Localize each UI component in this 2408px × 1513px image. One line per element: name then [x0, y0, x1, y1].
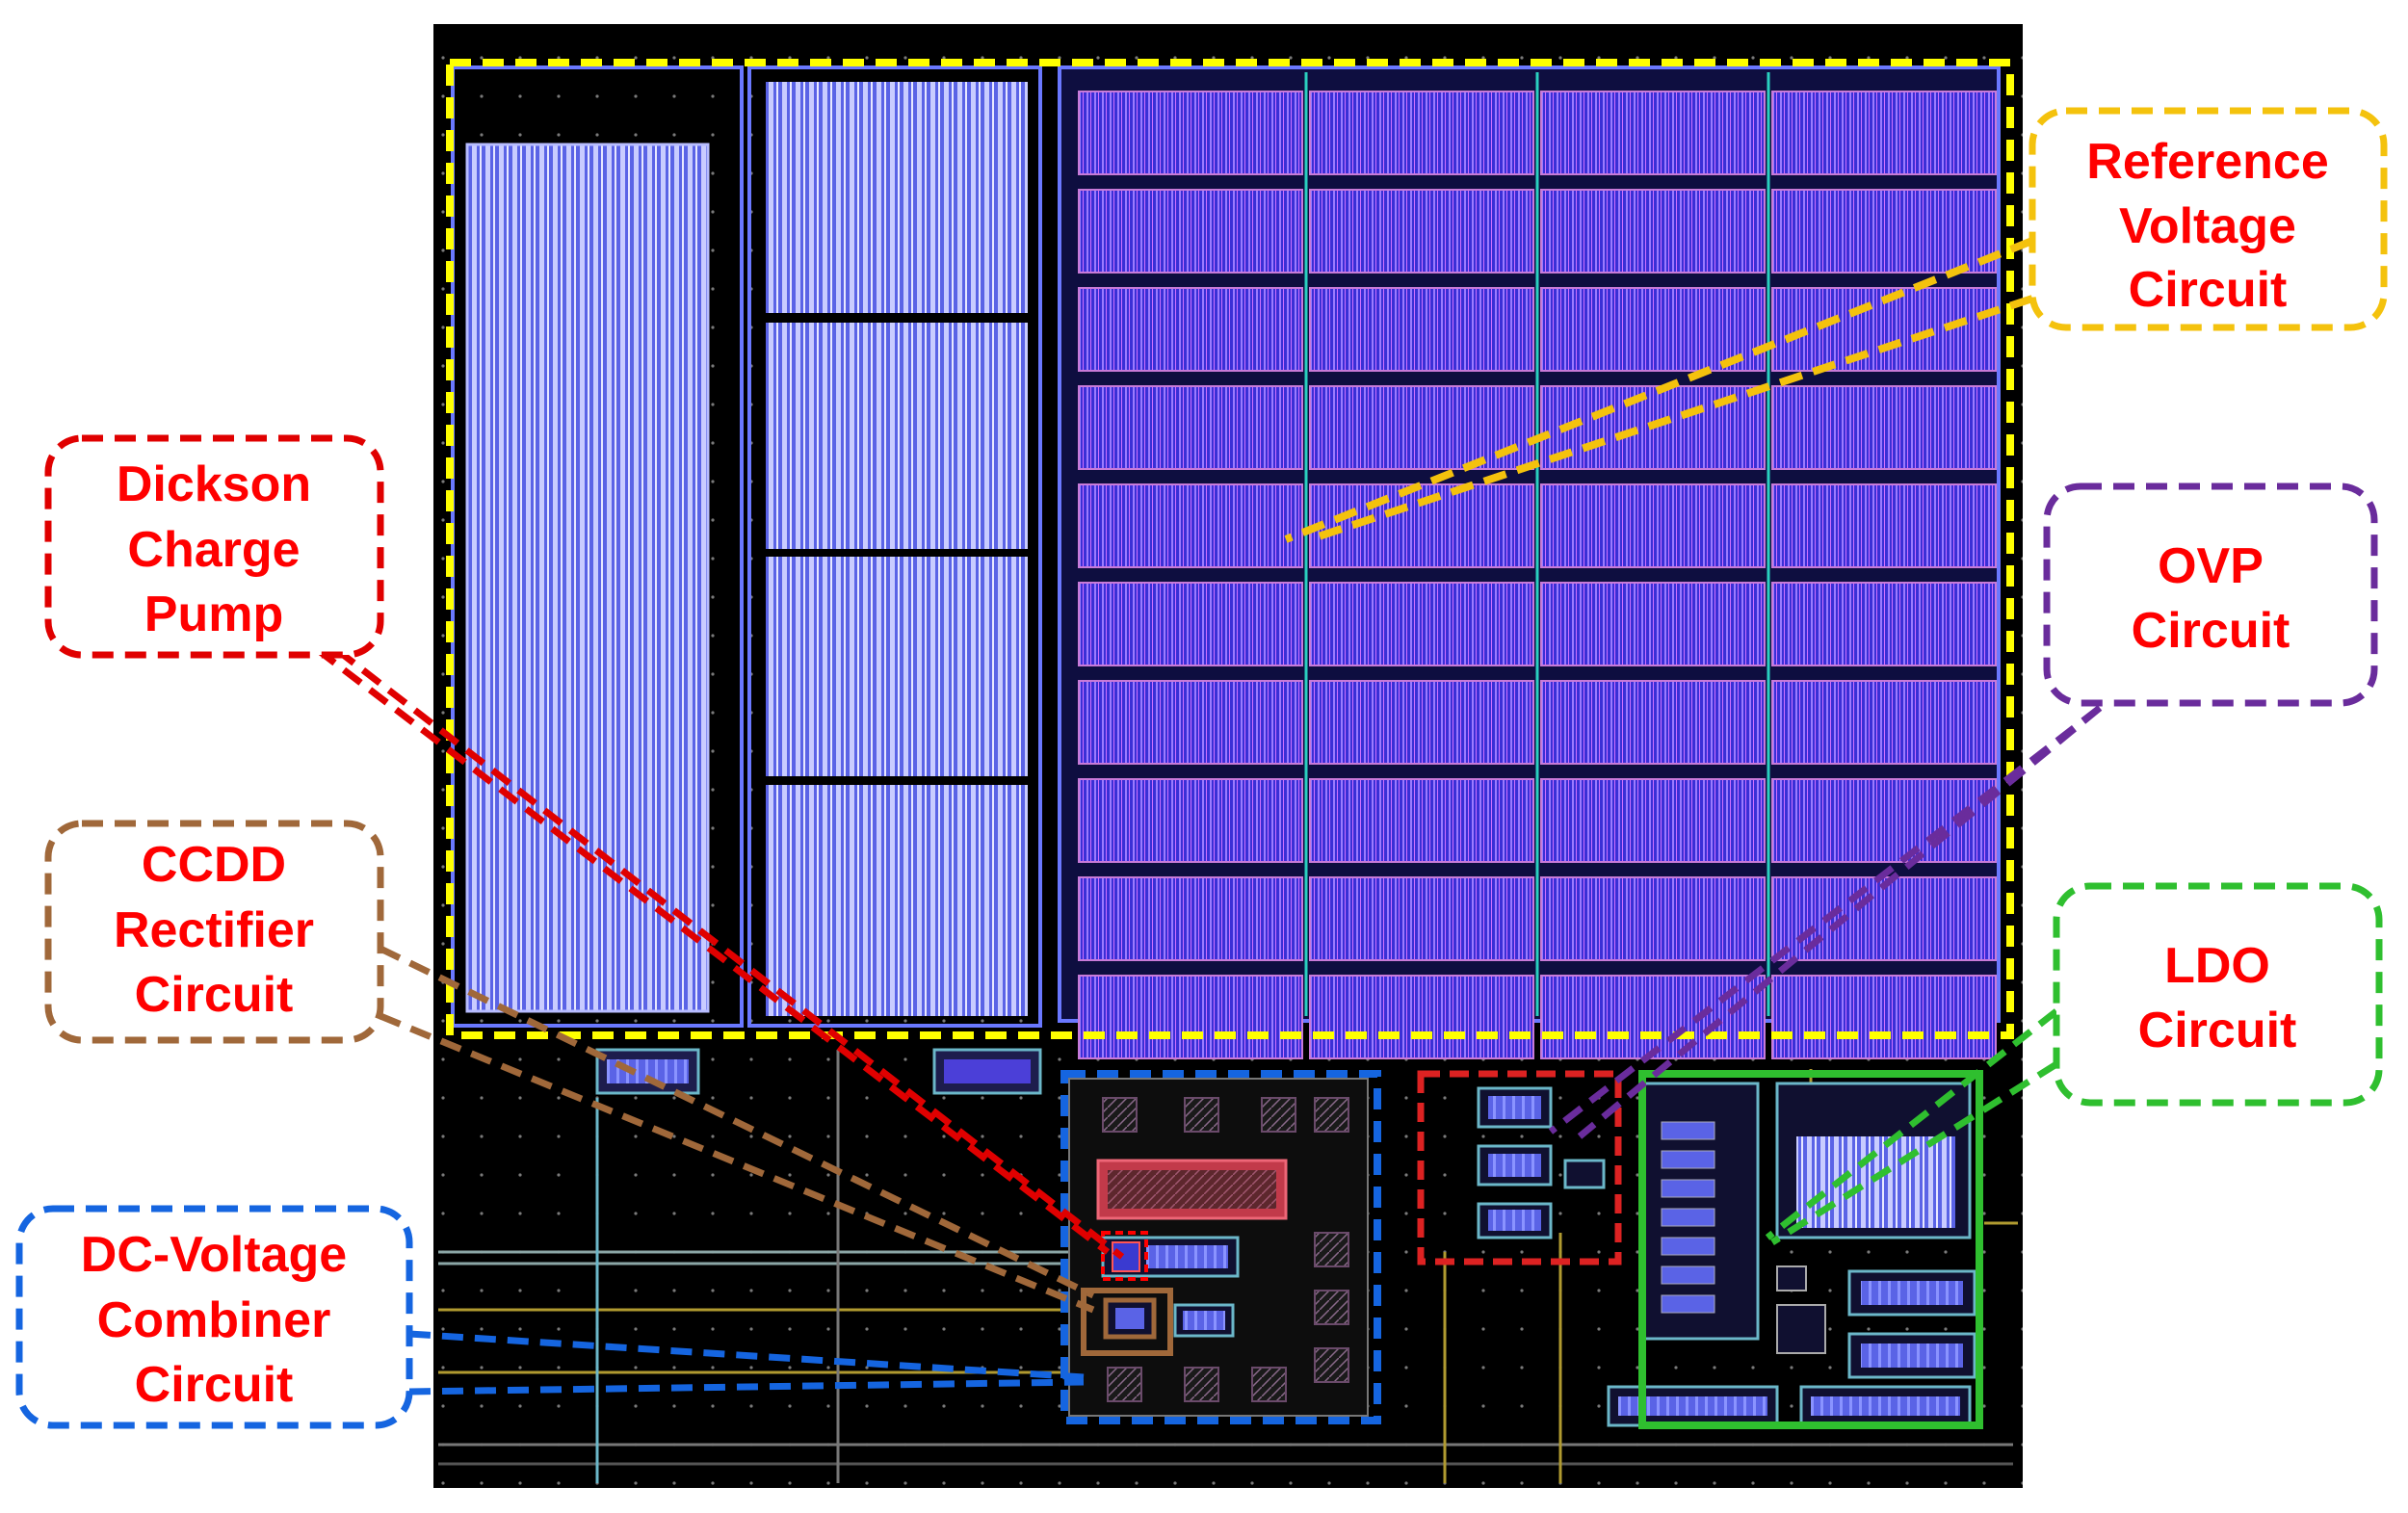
callout-reference-voltage: Reference Voltage Circuit — [2028, 107, 2388, 331]
capacitor-cell — [1540, 189, 1766, 274]
capacitor-cell — [1540, 287, 1766, 372]
ccdd-line-1: CCDD — [142, 837, 286, 893]
reference-voltage-line-1: Reference — [2086, 134, 2328, 190]
capacitor-cell — [1771, 582, 1997, 666]
callout-ovp: OVP Circuit — [2043, 483, 2378, 707]
small-cap-left — [595, 1048, 700, 1095]
charge-pump-capacitor-left — [451, 65, 744, 1028]
callout-ccdd-rectifier: CCDD Rectifier Circuit — [44, 820, 384, 1044]
ldo-outline — [1638, 1070, 1983, 1429]
dickson-charge-pump-marker — [1101, 1231, 1148, 1281]
capacitor-cell — [1540, 975, 1766, 1059]
capacitor-cell — [1540, 680, 1766, 765]
ldo-layout — [1607, 1082, 1976, 1427]
capacitor-cell — [1309, 189, 1534, 274]
ccdd-line-3: Circuit — [135, 967, 294, 1023]
capacitor-cell — [1309, 287, 1534, 372]
dc-voltage-combiner-layout — [1068, 1078, 1369, 1417]
leader-dc-voltage-combiner — [408, 1330, 1085, 1396]
leader-dickson-charge-pump — [315, 647, 1125, 1260]
capacitor-cell — [1309, 975, 1534, 1059]
capacitor-cell — [1540, 778, 1766, 863]
charge-pump-capacitor-middle — [747, 65, 1042, 1028]
callout-ldo: LDO Circuit — [2053, 882, 2383, 1107]
leader-ldo — [1765, 1008, 2059, 1245]
capacitor-cell — [1078, 680, 1303, 765]
capacitor-cell — [1771, 189, 1997, 274]
dickson-line-3: Pump — [144, 587, 283, 642]
capacitor-cell — [1540, 582, 1766, 666]
capacitor-cell — [1078, 582, 1303, 666]
capacitor-cell — [1771, 91, 1997, 175]
ldo-line-1: LDO — [2164, 938, 2270, 994]
capacitor-cell — [1078, 778, 1303, 863]
routing-lines — [438, 1050, 2018, 1483]
capacitor-cell — [1771, 975, 1997, 1059]
capacitor-cell — [1078, 876, 1303, 961]
capacitor-cell — [1078, 483, 1303, 568]
capacitor-cell — [1309, 483, 1534, 568]
capacitor-cell — [1078, 975, 1303, 1059]
dc-voltage-line-2: Combiner — [97, 1292, 331, 1348]
top-block-outline — [446, 59, 2014, 1039]
small-cap-right — [932, 1048, 1042, 1095]
capacitor-cell — [1771, 680, 1997, 765]
capacitor-cell — [1540, 483, 1766, 568]
capacitor-cell — [1540, 91, 1766, 175]
callout-dc-voltage-combiner: DC-Voltage Combiner Circuit — [15, 1205, 413, 1429]
capacitor-cell — [1078, 91, 1303, 175]
capacitor-cell — [1540, 876, 1766, 961]
ccdd-line-2: Rectifier — [114, 902, 314, 958]
callout-dickson-charge-pump: Dickson Charge Pump — [44, 434, 384, 659]
capacitor-cell — [1078, 287, 1303, 372]
leader-reference-voltage — [1284, 237, 2034, 543]
reference-voltage-line-2: Voltage — [2119, 198, 2296, 254]
capacitor-cell — [1771, 483, 1997, 568]
capacitor-cell — [1771, 385, 1997, 470]
capacitor-cell — [1309, 582, 1534, 666]
dc-voltage-line-1: DC-Voltage — [81, 1227, 347, 1283]
dc-voltage-line-3: Circuit — [135, 1357, 294, 1413]
ovp-line-2: Circuit — [2132, 603, 2290, 659]
ldo-line-2: Circuit — [2138, 1003, 2297, 1058]
dickson-line-2: Charge — [127, 522, 300, 578]
ovp-line-1: OVP — [2158, 538, 2264, 594]
capacitor-cell — [1309, 680, 1534, 765]
ccdd-rectifier-marker — [1081, 1288, 1173, 1356]
capacitor-cell — [1309, 876, 1534, 961]
dickson-line-1: Dickson — [117, 457, 311, 512]
capacitor-cell — [1309, 385, 1534, 470]
ovp-layout — [1477, 1086, 1606, 1239]
leader-ovp — [1548, 705, 2103, 1139]
capacitor-cell — [1078, 385, 1303, 470]
capacitor-cell — [1309, 91, 1534, 175]
reference-voltage-line-3: Circuit — [2129, 262, 2288, 318]
capacitor-cell — [1078, 189, 1303, 274]
leader-ccdd-rectifier — [379, 945, 1095, 1314]
reference-voltage-capacitor-array — [1058, 65, 2001, 1059]
ovp-outline — [1417, 1070, 1622, 1265]
capacitor-cell — [1309, 778, 1534, 863]
dc-voltage-combiner-outline — [1060, 1070, 1381, 1424]
